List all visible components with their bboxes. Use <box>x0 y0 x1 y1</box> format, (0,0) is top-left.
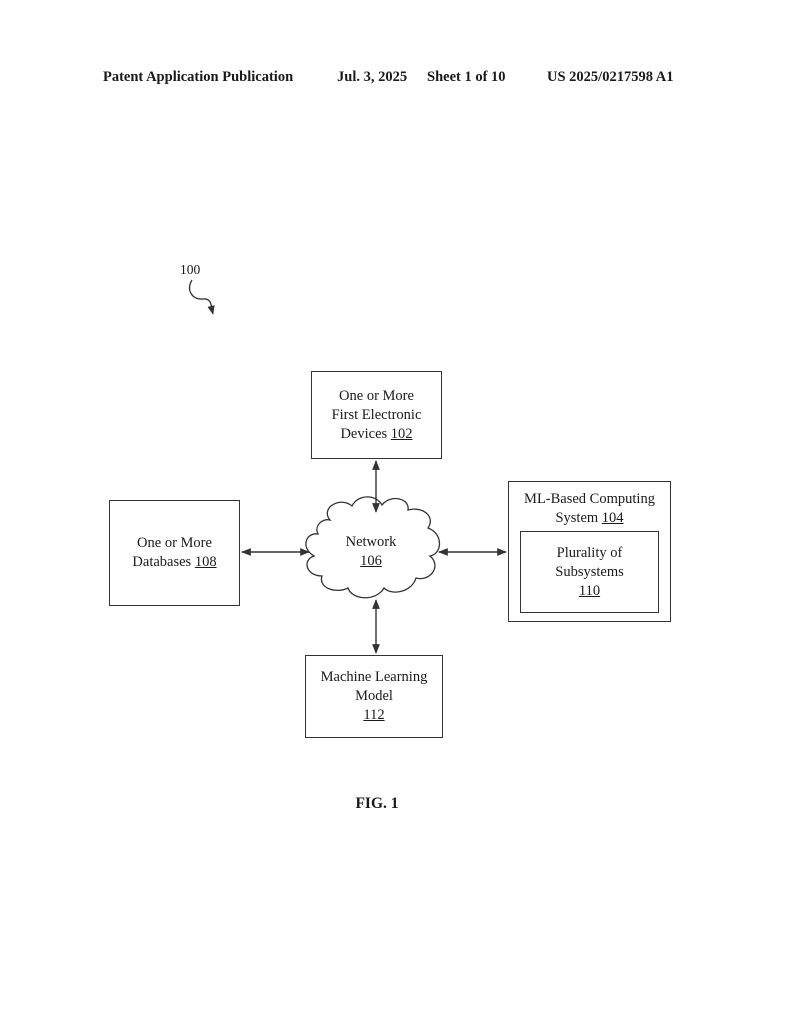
devices-line3-text: Devices <box>340 425 388 442</box>
subsystems-line1: Plurality of <box>556 544 623 561</box>
network-label: Network <box>345 534 397 550</box>
reference-arrow <box>188 279 215 315</box>
ml-system-line1: ML-Based Computing <box>524 491 655 507</box>
devices-ref: 102 <box>390 425 413 442</box>
machine-learning-model-box: Machine Learning Model 112 <box>305 655 443 738</box>
subsystems-ref: 110 <box>578 582 601 599</box>
network-cloud <box>305 496 441 599</box>
databases-line1: One or More <box>137 535 212 551</box>
databases-box: One or More Databases 108 <box>109 500 240 606</box>
network-label-group: Network 106 <box>315 533 427 571</box>
devices-line1: One or More <box>339 387 414 404</box>
ml-model-ref: 112 <box>363 707 385 723</box>
ml-model-line1: Machine Learning <box>320 669 428 685</box>
plurality-of-subsystems-box: Plurality of Subsystems 110 <box>520 531 659 613</box>
figure-caption: FIG. 1 <box>0 795 794 813</box>
system-reference-label: 100 <box>180 262 201 277</box>
devices-line2: First Electronic <box>331 406 422 423</box>
publication-number: US 2025/0217598 A1 <box>547 69 674 85</box>
devices-line3: Devices 102 <box>340 425 412 444</box>
publication-date: Jul. 3, 2025 <box>337 69 408 85</box>
first-electronic-devices-box: One or More First Electronic Devices 102 <box>311 371 442 459</box>
databases-line2-text: Databases <box>132 554 192 570</box>
ml-system-line2-text: System <box>555 510 599 526</box>
databases-ref: 108 <box>194 554 217 570</box>
publication-title: Patent Application Publication <box>103 69 294 85</box>
network-ref: 106 <box>360 553 382 569</box>
ml-model-line2: Model <box>355 688 393 704</box>
databases-line2: Databases 108 <box>132 553 216 572</box>
figure-label: FIG. 1 <box>355 795 399 812</box>
sheet-number: Sheet 1 of 10 <box>427 69 506 85</box>
ml-system-ref: 104 <box>601 510 624 526</box>
ml-system-line2: System 104 <box>555 509 623 528</box>
subsystems-line2: Subsystems <box>555 563 624 580</box>
page-header: Patent Application Publication Jul. 3, 2… <box>0 69 794 89</box>
